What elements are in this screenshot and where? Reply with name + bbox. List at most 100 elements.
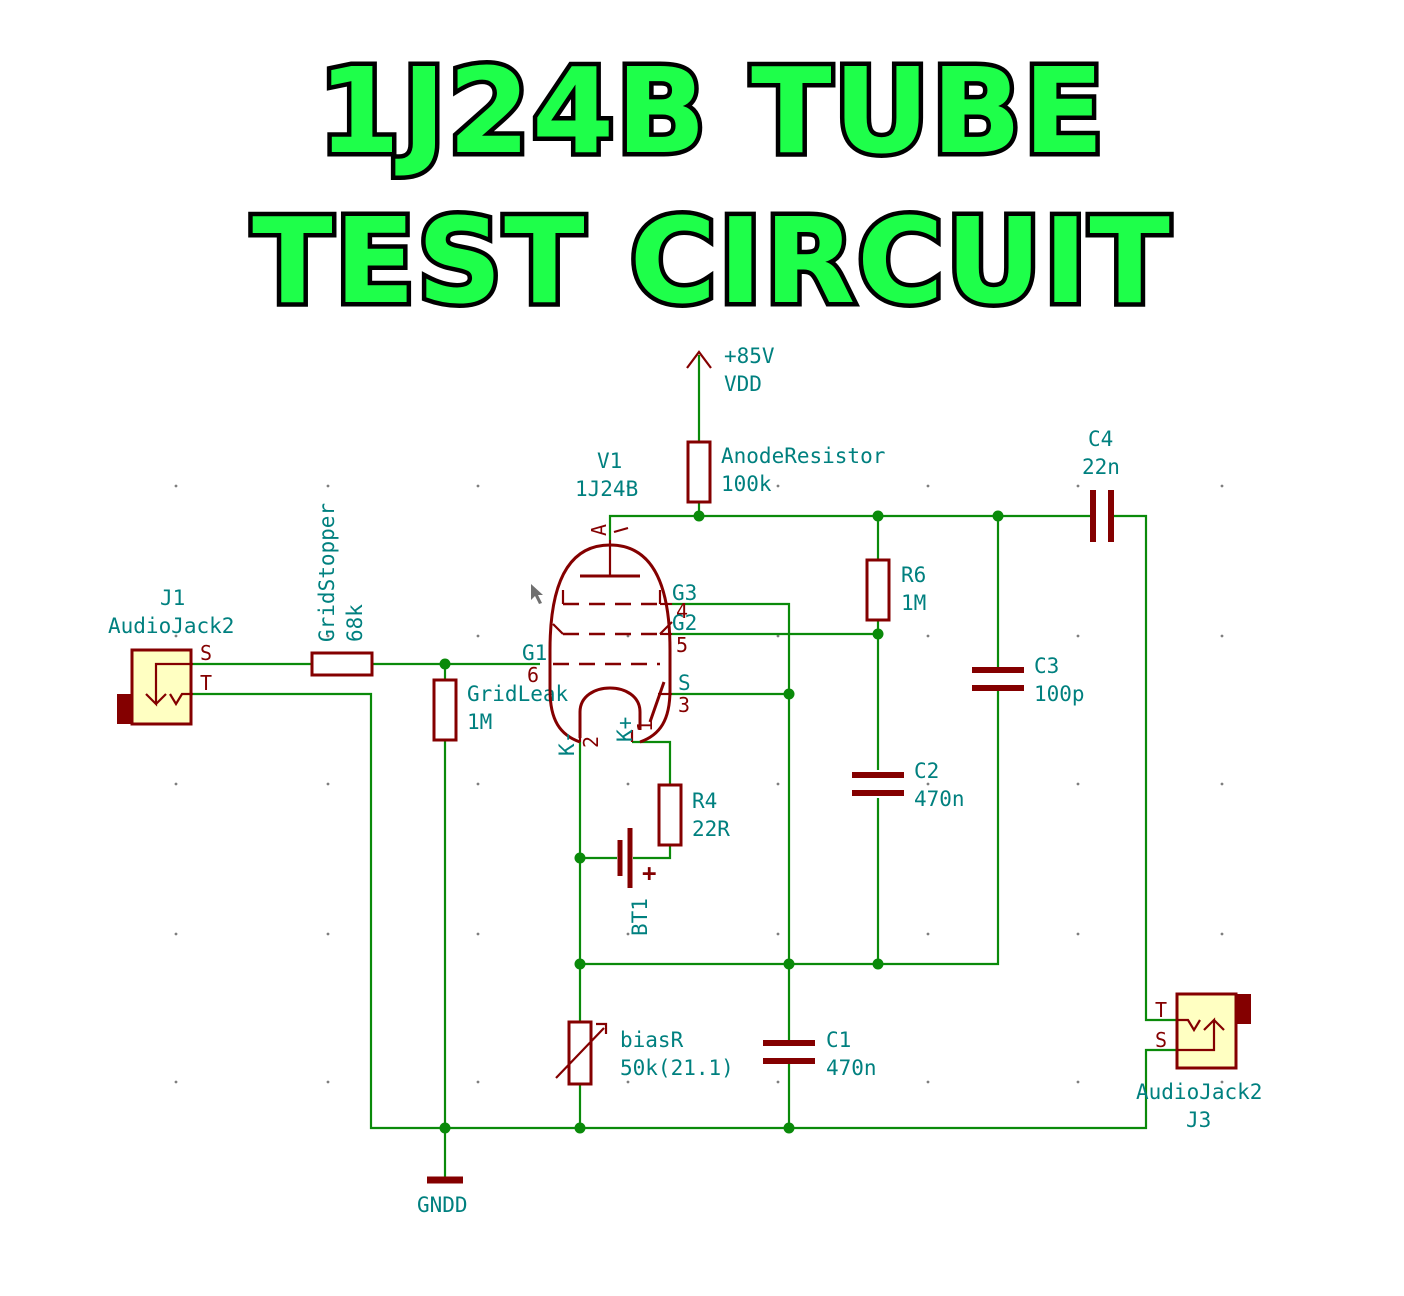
grid-dot	[326, 1080, 330, 1084]
grid-dot	[476, 932, 480, 936]
audio-jack-j1[interactable]: J1 AudioJack2 S T	[108, 586, 234, 726]
anode-resistor-ref: AnodeResistor	[721, 444, 885, 468]
c2-value: 470n	[914, 787, 965, 811]
grid-stopper-resistor[interactable]: GridStopper 68k	[310, 503, 374, 677]
tube-v1[interactable]: V1 1J24B A G3 4 G2 5 G1 6 S 3 K	[522, 449, 697, 756]
mouse-pointer-icon	[531, 584, 543, 604]
grid-dot	[326, 484, 330, 488]
tube-pin-k-minus: K-	[555, 731, 579, 756]
j1-pin-t: T	[200, 671, 212, 695]
battery-plus-label: +	[642, 859, 656, 887]
grid-dot	[1220, 1080, 1224, 1084]
grid-dot	[1220, 484, 1224, 488]
r4-ref: R4	[692, 789, 717, 813]
c4-ref: C4	[1088, 427, 1113, 451]
tube-pin-g1-num: 6	[527, 663, 539, 687]
bias-r-value: 50k(21.1)	[620, 1056, 734, 1080]
bias-potentiometer[interactable]: biasR 50k(21.1)	[555, 1020, 734, 1086]
c3-ref: C3	[1034, 654, 1059, 678]
grid-dot	[926, 634, 930, 638]
tube-pin-screen-num: 3	[678, 693, 690, 717]
tube-ref: V1	[597, 449, 622, 473]
tube-pin-k-plus-num: 1	[633, 720, 657, 732]
r6-value: 1M	[901, 591, 926, 615]
grid-dot	[626, 1080, 630, 1084]
r4-resistor[interactable]: R4 22R	[657, 783, 730, 847]
tube-pin-screen: S	[678, 671, 691, 695]
r6-ref: R6	[901, 563, 926, 587]
grid-dot	[174, 634, 178, 638]
battery-ref: BT1	[628, 898, 652, 936]
tube-pin-g2: G2	[672, 611, 697, 635]
tube-pin-g3: G3	[672, 581, 697, 605]
j1-ref: J1	[160, 586, 185, 610]
tube-pin-k-plus: K+	[613, 717, 637, 742]
grid-dot	[926, 484, 930, 488]
ground-net-label: GNDD	[417, 1193, 468, 1217]
grid-dot	[626, 484, 630, 488]
grid-leak-ref: GridLeak	[467, 682, 569, 706]
c2-capacitor[interactable]: C2 470n	[852, 759, 965, 811]
tube-pin-k-minus-num: 2	[579, 736, 603, 748]
grid-leak-resistor[interactable]: GridLeak 1M	[432, 678, 569, 742]
grid-stopper-ref: GridStopper	[315, 503, 339, 642]
j3-ref: J3	[1186, 1108, 1211, 1132]
grid-dot	[326, 634, 330, 638]
grid-dot	[476, 634, 480, 638]
c2-ref: C2	[914, 759, 939, 783]
j3-pin-s: S	[1155, 1028, 1167, 1052]
vdd-voltage-label: +85V	[724, 344, 775, 368]
audio-jack-j3[interactable]: T S AudioJack2 J3	[1136, 992, 1262, 1132]
c4-capacitor[interactable]: C4 22n	[1060, 427, 1120, 542]
grid-dot	[174, 484, 178, 488]
battery-bt1[interactable]: + BT1	[617, 828, 656, 936]
grid-dot	[776, 484, 780, 488]
c1-capacitor[interactable]: C1 470n	[763, 1028, 877, 1080]
grid-dot	[926, 782, 930, 786]
c3-capacitor[interactable]: C3 100p	[972, 654, 1085, 706]
grid-dot	[776, 634, 780, 638]
grid-dot	[174, 782, 178, 786]
grid-dot	[476, 782, 480, 786]
grid-dot	[174, 932, 178, 936]
anode-resistor[interactable]: AnodeResistor 100k	[686, 440, 885, 504]
tube-pin-anode: A	[587, 524, 611, 536]
tube-value: 1J24B	[575, 477, 638, 501]
anode-resistor-value: 100k	[721, 472, 772, 496]
vdd-symbol[interactable]: +85V VDD	[686, 344, 775, 396]
grid-dot	[476, 1080, 480, 1084]
vdd-net-label: VDD	[724, 372, 762, 396]
grid-stopper-value: 68k	[343, 604, 367, 642]
grid-dot	[1076, 782, 1080, 786]
grid-dot	[476, 484, 480, 488]
r6-resistor[interactable]: R6 1M	[865, 558, 926, 622]
title-line-1: 1J24B TUBE	[318, 42, 1106, 180]
c1-ref: C1	[826, 1028, 851, 1052]
c1-value: 470n	[826, 1056, 877, 1080]
j3-value: AudioJack2	[1136, 1080, 1262, 1104]
grid-dot	[174, 1080, 178, 1084]
grid-dot	[1076, 484, 1080, 488]
grid-dot	[776, 932, 780, 936]
ground-symbol[interactable]: GNDD	[417, 1176, 468, 1217]
grid-dot	[776, 782, 780, 786]
grid-dot	[926, 932, 930, 936]
tube-pin-g2-num: 5	[676, 633, 688, 657]
junctions	[439, 510, 1004, 1134]
grid-dot	[626, 932, 630, 936]
grid-dot	[326, 932, 330, 936]
wires	[193, 355, 1177, 1178]
grid-dot	[1220, 634, 1224, 638]
c4-value: 22n	[1082, 455, 1120, 479]
grid-leak-value: 1M	[467, 710, 492, 734]
grid-dot	[776, 1080, 780, 1084]
c3-value: 100p	[1034, 682, 1085, 706]
j1-pin-s: S	[200, 641, 212, 665]
bias-r-ref: biasR	[620, 1028, 684, 1052]
j3-pin-t: T	[1155, 998, 1167, 1022]
grid-dot	[1220, 932, 1224, 936]
j1-value: AudioJack2	[108, 614, 234, 638]
grid-dot	[626, 634, 630, 638]
grid-dot	[926, 1080, 930, 1084]
